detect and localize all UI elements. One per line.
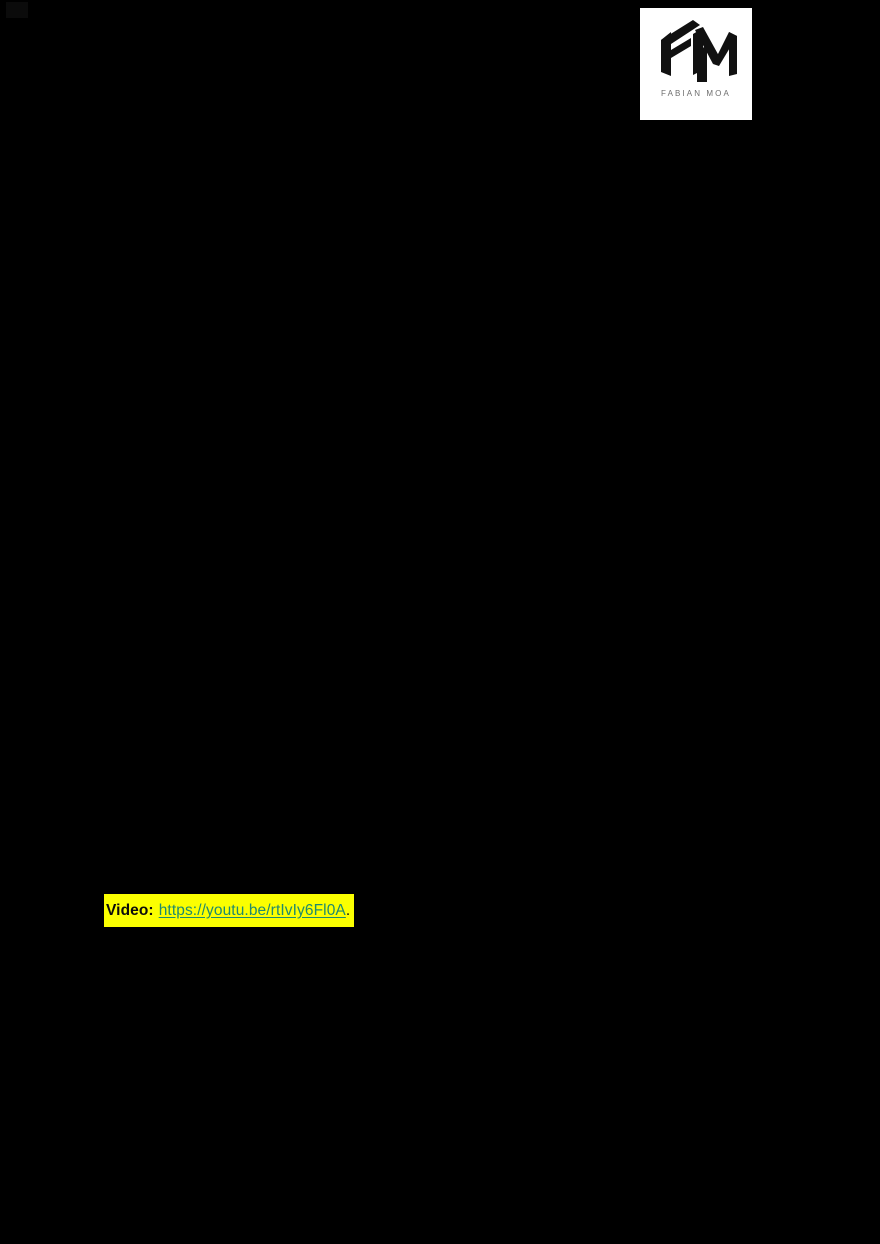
brand-wordmark: FABIAN MOA <box>661 89 731 98</box>
page-corner-tint <box>6 2 28 18</box>
fm-monogram-icon <box>661 20 737 82</box>
video-trailing-period: . <box>345 901 351 919</box>
video-link-highlight: Video: https://youtu.be/rtIvIy6Fl0A . <box>104 894 355 927</box>
video-label: Video: <box>106 901 154 919</box>
brand-logo-card: FABIAN MOA <box>640 8 752 120</box>
video-url-link[interactable]: https://youtu.be/rtIvIy6Fl0A <box>158 901 346 919</box>
